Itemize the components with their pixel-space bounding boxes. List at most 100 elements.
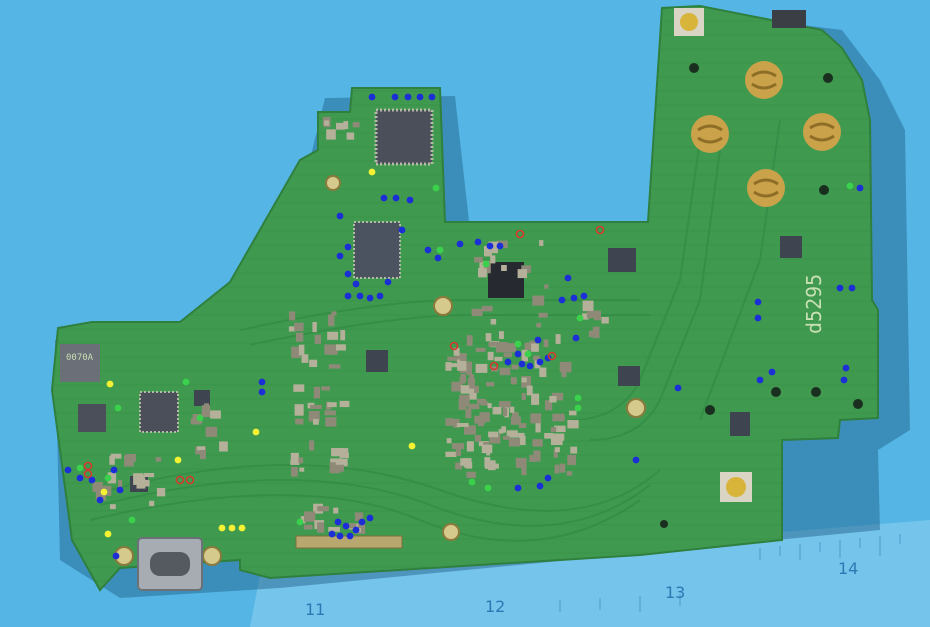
gold-pad: [747, 169, 785, 207]
component-cluster: [92, 116, 609, 534]
yellow-probe-dot: [106, 380, 114, 388]
vias-large: [660, 63, 863, 528]
small-chip: [730, 412, 750, 436]
blue-probe-dot: [344, 270, 352, 278]
green-probe-dot: [128, 516, 136, 524]
smd-component: [543, 339, 549, 348]
blue-probe-dot: [96, 496, 104, 504]
smd-component: [460, 356, 467, 361]
red-probe-dot: [449, 341, 459, 351]
smd-component: [518, 435, 526, 446]
yellow-probe-dot: [368, 168, 376, 176]
blue-probe-dot: [518, 360, 526, 368]
yellow-probe-dot: [174, 456, 182, 464]
smd-component: [468, 403, 480, 410]
green-probe-dot: [182, 378, 190, 386]
tactile-switch: [674, 8, 704, 36]
smd-component: [339, 400, 350, 408]
blue-probe-dot: [580, 292, 588, 300]
smd-component: [466, 369, 472, 376]
smd-component: [447, 356, 457, 361]
smd-component: [515, 457, 527, 468]
smd-component: [484, 457, 491, 467]
blue-probe-dot: [848, 284, 856, 292]
smd-component: [453, 418, 460, 428]
smd-component: [517, 269, 528, 279]
small-chip: [366, 350, 388, 372]
blue-probe-dot: [558, 296, 566, 304]
blue-probe-dot: [384, 278, 392, 286]
smd-component: [535, 422, 541, 433]
smd-component: [489, 434, 501, 444]
smd-component: [475, 347, 486, 352]
smd-component: [509, 406, 515, 413]
smd-component: [336, 122, 346, 130]
blue-probe-dot: [456, 240, 464, 248]
button-pads: [691, 61, 841, 207]
smd-component: [490, 319, 497, 325]
smd-component: [336, 344, 346, 351]
smd-component: [303, 524, 313, 530]
blue-probe-dot: [64, 466, 72, 474]
board-silk-label: d5295: [802, 274, 826, 334]
smd-component: [554, 447, 560, 453]
smd-component: [466, 335, 473, 346]
blue-probe-dot: [424, 246, 432, 254]
smd-component: [294, 322, 304, 331]
smd-component: [109, 455, 115, 465]
smd-component: [492, 406, 502, 415]
blue-probe-dot: [514, 350, 522, 358]
smd-component: [474, 257, 483, 263]
smd-component: [455, 462, 462, 470]
blue-probe-dot: [88, 476, 96, 484]
smd-component: [566, 471, 573, 476]
yellow-probe-dot: [228, 524, 236, 532]
smd-component: [545, 400, 553, 411]
red-probe-dot: [595, 225, 605, 235]
smd-component: [321, 386, 330, 391]
smd-component: [554, 425, 566, 432]
smd-component: [549, 396, 557, 403]
blue-probe-dot: [336, 532, 344, 540]
smd-component: [477, 398, 486, 404]
blue-probe-dot: [632, 456, 640, 464]
smd-component: [295, 332, 304, 342]
smd-component: [594, 310, 601, 321]
red-probe-dot: [489, 361, 499, 371]
smd-component: [459, 394, 470, 407]
smd-component: [551, 392, 564, 401]
blue-probe-dot: [534, 336, 542, 344]
smd-component: [327, 402, 337, 408]
blue-probe-dot: [376, 292, 384, 300]
smd-component: [460, 373, 467, 383]
blue-probe-dot: [514, 484, 522, 492]
smd-component: [501, 426, 506, 433]
smd-component: [474, 434, 481, 442]
small-chip: [78, 404, 106, 432]
smd-component: [288, 326, 296, 332]
small-chip: [780, 236, 802, 258]
smd-component: [553, 449, 558, 458]
blue-probe-dot: [756, 376, 764, 384]
smd-component: [569, 410, 577, 416]
smd-component: [445, 451, 457, 457]
smd-component: [484, 462, 492, 469]
green-probe-dot: [574, 394, 582, 402]
smd-component: [110, 453, 122, 459]
green-probe-dot: [484, 484, 492, 492]
smd-component: [446, 438, 452, 444]
red-probe-dot: [83, 469, 93, 479]
smd-component: [521, 393, 526, 400]
smd-component: [294, 404, 304, 416]
green-probe-dot: [432, 184, 440, 192]
blue-probe-dot: [342, 522, 350, 530]
smd-component: [301, 354, 309, 363]
smd-component: [487, 351, 494, 361]
smd-component: [310, 404, 322, 409]
blue-probe-dot: [416, 93, 424, 101]
smd-component: [559, 361, 572, 373]
blue-probe-dot: [258, 378, 266, 386]
blue-probe-dot: [336, 252, 344, 260]
smd-component: [508, 438, 520, 447]
smd-component: [197, 446, 205, 451]
